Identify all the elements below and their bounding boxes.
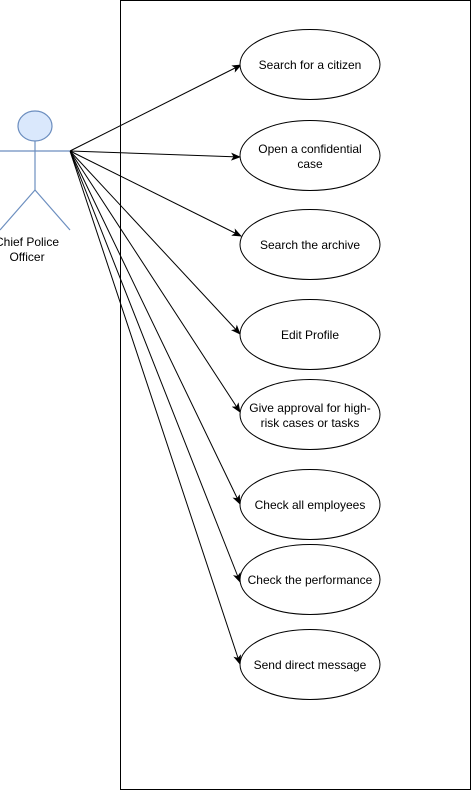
use-case-label-line-1: Give approval for high-: [249, 401, 370, 415]
use-case-ellipse: [239, 120, 381, 191]
association-arrow-send-direct-message: [69, 150, 241, 665]
actor-label-line-1: Chief Police: [0, 235, 59, 249]
use-case-label: Search the archive: [260, 238, 360, 252]
use-case-ellipse: [239, 299, 381, 370]
use-case-search-archive[interactable]: Search the archive: [239, 209, 381, 280]
use-case-ellipse: [239, 544, 381, 615]
use-case-label-line-2: risk cases or tasks: [261, 416, 360, 430]
association-arrow-search-citizen: [69, 64, 242, 152]
use-case-ellipse: [239, 469, 381, 540]
use-case-edit-profile[interactable]: Edit Profile: [239, 299, 381, 370]
actor-head: [17, 110, 53, 142]
association-arrow-open-confidential-case: [69, 150, 241, 161]
use-case-label: Send direct message: [254, 658, 367, 672]
use-case-give-approval[interactable]: Give approval for high- risk cases or ta…: [239, 379, 381, 450]
association-arrow-search-archive: [69, 150, 242, 237]
use-case-label-line-2: case: [297, 157, 323, 171]
associations: [69, 64, 242, 665]
use-case-label: Check the performance: [248, 573, 373, 587]
use-case-open-confidential-case[interactable]: Open a confidential case: [239, 120, 381, 191]
use-case-label: Search for a citizen: [259, 58, 362, 72]
actor-label-line-2: Officer: [9, 250, 44, 264]
use-case-ellipse: [239, 379, 381, 450]
actor-right-leg: [34, 189, 71, 231]
association-arrow-check-performance: [69, 150, 241, 583]
use-case-check-performance[interactable]: Check the performance: [239, 544, 381, 615]
use-case-send-direct-message[interactable]: Send direct message: [239, 629, 381, 700]
actor-chief-police-officer[interactable]: Chief Police Officer: [0, 110, 71, 264]
use-case-label: Check all employees: [255, 498, 366, 512]
use-case-label: Edit Profile: [281, 328, 339, 342]
use-case-ellipse: [239, 29, 381, 100]
association-arrow-check-employees: [69, 150, 241, 505]
association-arrow-edit-profile: [69, 150, 241, 335]
use-case-ellipse: [239, 629, 381, 700]
actor-left-leg: [0, 189, 36, 231]
association-arrow-give-approval: [69, 150, 241, 413]
use-case-check-employees[interactable]: Check all employees: [239, 469, 381, 540]
use-case-label-line-1: Open a confidential: [258, 142, 361, 156]
use-case-ellipse: [239, 209, 381, 280]
use-case-search-citizen[interactable]: Search for a citizen: [239, 29, 381, 100]
